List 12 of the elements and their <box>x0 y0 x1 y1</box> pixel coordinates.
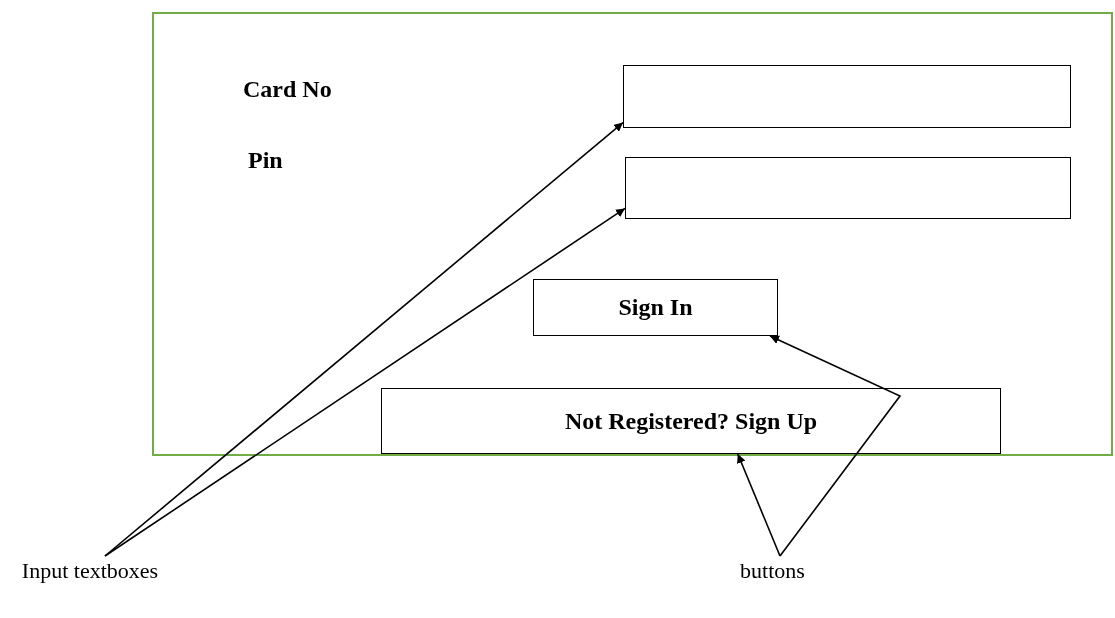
input-field <box>625 157 1071 219</box>
field-label: Pin <box>248 147 283 174</box>
input-field <box>623 65 1071 128</box>
annotation-text: Input textboxes <box>10 556 170 586</box>
leader-line <box>737 453 781 557</box>
leader-line <box>769 335 902 557</box>
annotation-text: buttons <box>730 556 815 586</box>
sign-up-button: Not Registered? Sign Up <box>381 388 1001 454</box>
form-frame <box>152 12 1113 456</box>
leader-line <box>104 207 626 557</box>
field-label: Card No <box>243 76 332 103</box>
sign-in-button: Sign In <box>533 279 778 336</box>
